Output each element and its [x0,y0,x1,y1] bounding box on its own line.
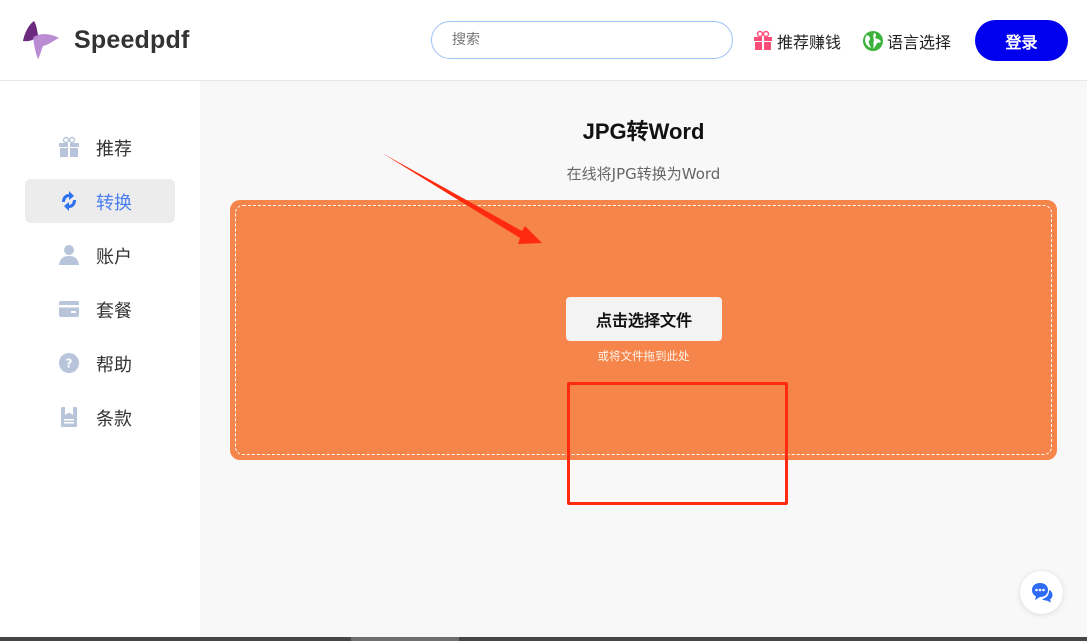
referral-label: 推荐赚钱 [777,33,842,52]
sidebar: 推荐 转换 账户 套餐 ? 帮助 [0,81,200,641]
login-button[interactable]: 登录 [975,20,1068,61]
svg-text:?: ? [66,357,73,371]
gift-icon [754,30,772,50]
referral-link[interactable]: 推荐赚钱 [752,29,841,53]
sidebar-item-recommend[interactable]: 推荐 [25,125,175,169]
chat-icon [1031,582,1052,602]
language-selector[interactable]: 语言选择 [862,29,951,53]
drop-hint: 或将文件拖到此处 [597,349,690,363]
terms-icon [61,407,77,427]
brand-logo[interactable]: Speedpdf [20,19,190,61]
convert-icon [62,191,76,211]
butterfly-logo-icon [23,21,59,59]
sidebar-item-terms[interactable]: 条款 [25,395,175,439]
horizontal-scrollbar[interactable] [0,637,1087,641]
card-icon [59,301,79,317]
sidebar-item-label: 转换 [96,193,132,214]
search-box[interactable] [431,21,733,59]
language-label: 语言选择 [887,33,952,52]
page-subtitle: 在线将JPG转换为Word [566,165,721,183]
chat-support-button[interactable] [1020,571,1063,614]
main-content: JPG转Word 在线将JPG转换为Word 点击选择文件 或将文件拖到此处 [200,81,1087,637]
sidebar-item-label: 帮助 [96,355,132,376]
globe-icon [863,31,883,51]
sidebar-item-account[interactable]: 账户 [25,233,175,277]
user-icon [59,245,79,265]
brand-name: Speedpdf [74,25,190,54]
page-title: JPG转Word [582,119,705,144]
sidebar-item-label: 套餐 [96,301,132,322]
header: Speedpdf 推荐赚钱 语言选择 登录 [0,0,1087,81]
sidebar-item-label: 推荐 [96,139,132,160]
sidebar-item-label: 条款 [96,409,132,430]
sidebar-item-convert[interactable]: 转换 [25,179,175,223]
gift-icon [59,136,79,157]
file-dropzone[interactable]: 点击选择文件 或将文件拖到此处 [230,200,1057,505]
scrollbar-thumb[interactable] [351,637,459,641]
sidebar-item-plans[interactable]: 套餐 [25,287,175,331]
search-input[interactable] [432,22,732,58]
dropzone-dashed-border [235,205,1052,455]
help-icon: ? [59,353,79,373]
sidebar-item-label: 账户 [96,247,132,268]
sidebar-item-help[interactable]: ? 帮助 [25,341,175,385]
choose-file-button[interactable]: 点击选择文件 [566,297,722,341]
